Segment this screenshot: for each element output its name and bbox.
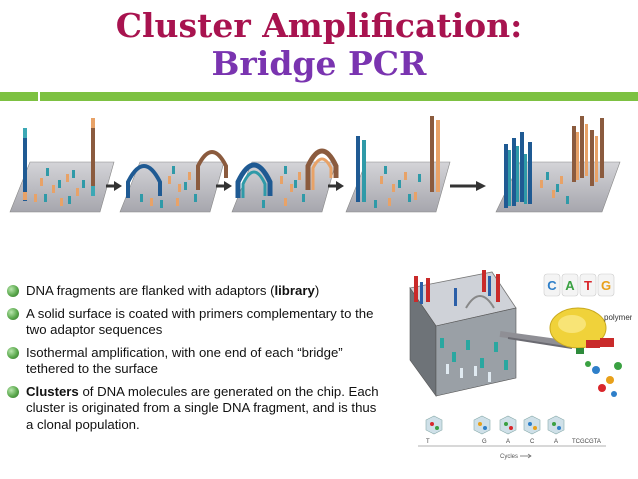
seq-letter-3: A bbox=[506, 439, 510, 445]
polymerase-blob bbox=[549, 307, 614, 354]
step-panel-5 bbox=[495, 116, 621, 213]
bullet-icon bbox=[7, 307, 19, 320]
step-arrow-2 bbox=[216, 181, 232, 191]
base-c: C bbox=[547, 278, 557, 293]
base-g: G bbox=[601, 278, 611, 293]
bullet-item-4: Clusters of DNA molecules are generated … bbox=[6, 384, 386, 434]
bullet-item-1: DNA fragments are flanked with adaptors … bbox=[6, 283, 386, 300]
title-accent-bar-right bbox=[40, 92, 638, 101]
bullet-icon bbox=[7, 385, 19, 398]
base-t: T bbox=[584, 278, 592, 293]
bullet-item-3: Isothermal amplification, with one end o… bbox=[6, 345, 386, 378]
seq-letter-4: C bbox=[530, 439, 535, 445]
seq-letter-1: T bbox=[426, 439, 430, 445]
sequencing-illustration: polymerase C A T G T G A C A TCGCGTA Cyc… bbox=[409, 270, 632, 460]
seq-letter-5: A bbox=[554, 439, 558, 445]
bullet-list: DNA fragments are flanked with adaptors … bbox=[6, 283, 386, 439]
slide-title-line2: Bridge PCR bbox=[211, 44, 427, 83]
bullet-icon bbox=[7, 346, 19, 359]
step-arrow-4 bbox=[450, 181, 486, 191]
step-panel-1 bbox=[9, 118, 115, 213]
slide-title-line1: Cluster Amplification: bbox=[115, 6, 523, 45]
bullet-item-2: A solid surface is coated with primers c… bbox=[6, 306, 386, 339]
step-panel-2 bbox=[119, 150, 228, 213]
seq-letter-6: TCGCGTA bbox=[572, 439, 601, 445]
cycle-readout: T G A C A TCGCGTA Cycles bbox=[418, 415, 606, 460]
base-a: A bbox=[565, 278, 575, 293]
step-panel-3 bbox=[231, 148, 339, 213]
free-nucleotides bbox=[585, 361, 622, 397]
seq-letter-2: G bbox=[482, 439, 487, 445]
bridge-pcr-diagram bbox=[9, 116, 621, 213]
step-arrow-1 bbox=[106, 181, 122, 191]
step-panel-4 bbox=[345, 116, 451, 213]
bullet-icon bbox=[7, 285, 19, 297]
flow-cell-image bbox=[409, 270, 517, 397]
step-arrow-3 bbox=[328, 181, 344, 191]
polymerase-label: polymerase bbox=[604, 313, 632, 322]
title-accent-bar-left bbox=[0, 92, 38, 101]
base-legend: C A T G bbox=[543, 273, 615, 297]
cycles-label: Cycles bbox=[500, 454, 518, 460]
